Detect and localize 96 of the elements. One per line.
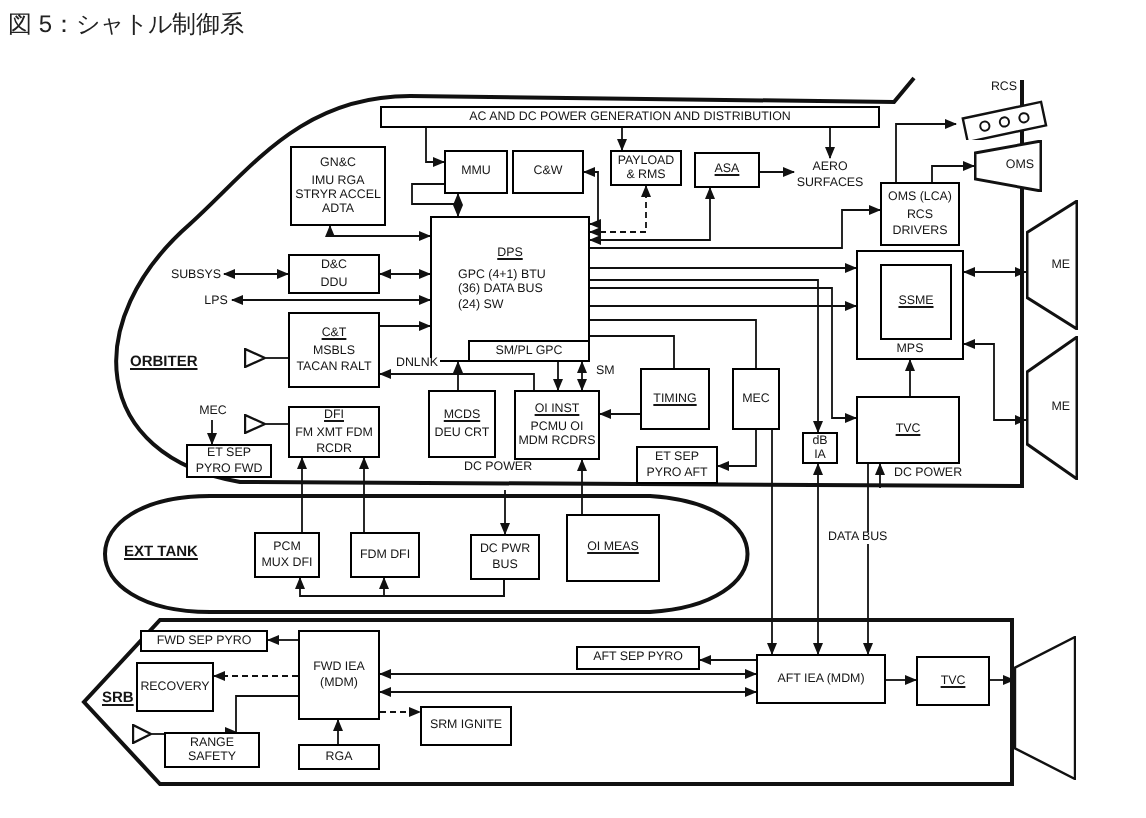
process-box [880, 182, 960, 246]
process-box [164, 732, 260, 768]
arrow [813, 463, 823, 655]
engine-bell [1026, 200, 1078, 330]
process-box [288, 312, 380, 388]
arrow [231, 295, 431, 305]
process-box [514, 390, 600, 460]
arrow [379, 707, 421, 717]
arrow [325, 225, 431, 241]
connector-line [151, 733, 165, 735]
process-box [640, 368, 710, 430]
arrow [825, 127, 835, 159]
arrow [589, 205, 881, 249]
process-box [136, 662, 214, 712]
arrow [379, 669, 757, 679]
process-box [470, 534, 540, 580]
arrow [207, 419, 217, 445]
figure-title: 図 5：シャトル制御系 [8, 8, 245, 42]
process-box [636, 446, 718, 484]
arrow [453, 193, 463, 217]
thruster-pod [956, 80, 1052, 140]
arrow [379, 687, 757, 697]
arrow [599, 409, 641, 419]
process-box [856, 250, 964, 360]
process-box [420, 706, 512, 746]
arrow [963, 339, 1027, 425]
arrow [223, 269, 289, 279]
process-box [254, 532, 320, 578]
arrow [267, 635, 299, 645]
process-box [802, 432, 838, 464]
process-box [290, 146, 386, 226]
process-box [756, 654, 886, 704]
antenna-symbol [244, 348, 266, 368]
arrow [500, 489, 510, 535]
engine-pod [974, 140, 1042, 192]
arrow [213, 671, 299, 681]
process-box [916, 656, 990, 706]
connector-line [265, 423, 289, 425]
process-box [856, 396, 960, 464]
arrow [359, 457, 369, 533]
arrow [379, 369, 535, 391]
arrow [589, 279, 823, 433]
arrow [379, 269, 431, 279]
arrow [577, 361, 587, 391]
process-box [512, 150, 584, 194]
arrow [931, 161, 975, 183]
arrow [297, 457, 307, 533]
arrow [759, 167, 795, 177]
process-box [880, 264, 952, 340]
antenna-symbol [132, 724, 152, 744]
arrow [895, 119, 957, 183]
arrow [583, 167, 601, 229]
connector-line [589, 335, 675, 369]
process-box [732, 368, 780, 430]
arrow [617, 127, 627, 151]
process-box [298, 744, 380, 770]
arrow [589, 187, 715, 245]
booster-outline [80, 618, 1016, 788]
arrow [577, 459, 587, 515]
process-box [288, 254, 380, 294]
process-box [350, 532, 420, 578]
process-box [298, 630, 380, 720]
process-box [140, 630, 268, 652]
arrow [333, 719, 343, 745]
process-box [444, 150, 508, 194]
arrow [379, 577, 505, 597]
process-box [694, 152, 760, 188]
arrow [589, 301, 857, 311]
arrow [885, 675, 917, 685]
process-box [186, 444, 272, 478]
arrow [589, 287, 857, 423]
connector-line [589, 319, 757, 369]
arrow [717, 429, 757, 471]
arrow [963, 267, 1027, 277]
arrow [453, 361, 463, 391]
arrow [989, 675, 1015, 685]
nozzle-shape [1014, 636, 1076, 780]
antenna-symbol [244, 414, 266, 434]
connector-line [265, 357, 289, 359]
arrow [553, 361, 563, 391]
arrow [589, 263, 857, 273]
arrow [863, 463, 873, 655]
arrow [589, 185, 651, 237]
arrow [767, 429, 777, 655]
arrow [379, 321, 431, 331]
process-box [288, 406, 380, 458]
arrow [875, 463, 885, 489]
arrow [699, 655, 757, 665]
process-box [576, 646, 700, 670]
arrow [905, 359, 915, 397]
engine-bell [1026, 336, 1078, 480]
power-distribution-bar [380, 106, 880, 128]
process-box [566, 514, 660, 582]
process-box [428, 390, 496, 458]
arrow [231, 695, 299, 733]
arrow [425, 127, 445, 167]
